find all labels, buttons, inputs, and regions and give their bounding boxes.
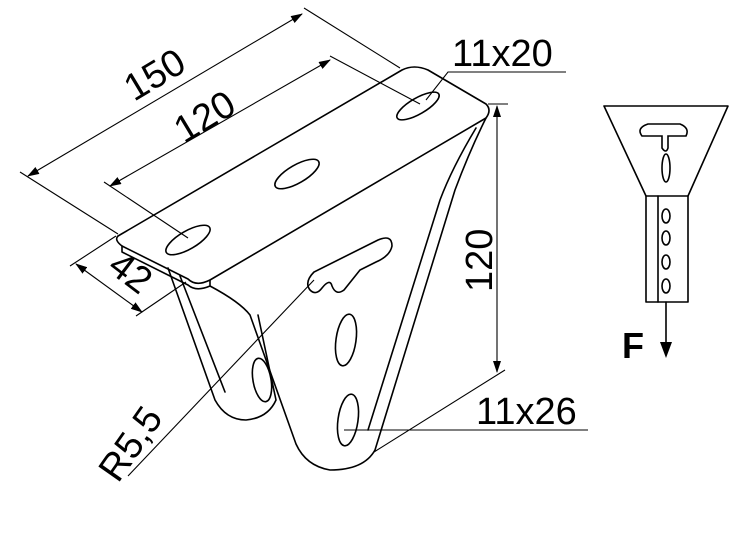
top-slot-right [396, 91, 440, 121]
force-label: F [622, 325, 644, 366]
dim-120-horizontal-label: 120 [167, 83, 243, 152]
dimension-labels: 150 120 120 42 11x20 11x26 R5,5 [91, 33, 577, 489]
top-slot-middle [274, 158, 320, 190]
web-slot-upper [334, 313, 358, 367]
dim-120-vertical-label: 120 [459, 229, 501, 292]
slot-11x20-label: 11x20 [452, 33, 553, 75]
radius-label: R5,5 [91, 399, 171, 489]
force-arrow-icon [660, 301, 672, 358]
side-view-slot-1 [661, 153, 671, 183]
left-leg [167, 267, 277, 421]
keyhole-slot [306, 237, 393, 294]
side-view-t-slot [639, 123, 688, 152]
side-view-slot-4 [661, 254, 671, 270]
vertical-web [209, 117, 487, 471]
side-view-slot-5 [661, 278, 671, 294]
web-inner-edge [367, 127, 477, 431]
dimension-lines [19, 7, 588, 477]
web-slot-lower [336, 393, 360, 447]
dim-150-label: 150 [117, 41, 193, 110]
slot-11x26-label: 11x26 [476, 391, 577, 433]
side-view-slot-2 [661, 208, 671, 224]
side-view-slot-3 [661, 230, 671, 246]
side-view-drawing [603, 105, 729, 303]
leg-slot [251, 357, 273, 403]
top-slot-left [165, 224, 211, 256]
bracket-drawing [115, 66, 490, 471]
left-leg-inner [179, 275, 226, 393]
dim-42-label: 42 [101, 244, 160, 303]
